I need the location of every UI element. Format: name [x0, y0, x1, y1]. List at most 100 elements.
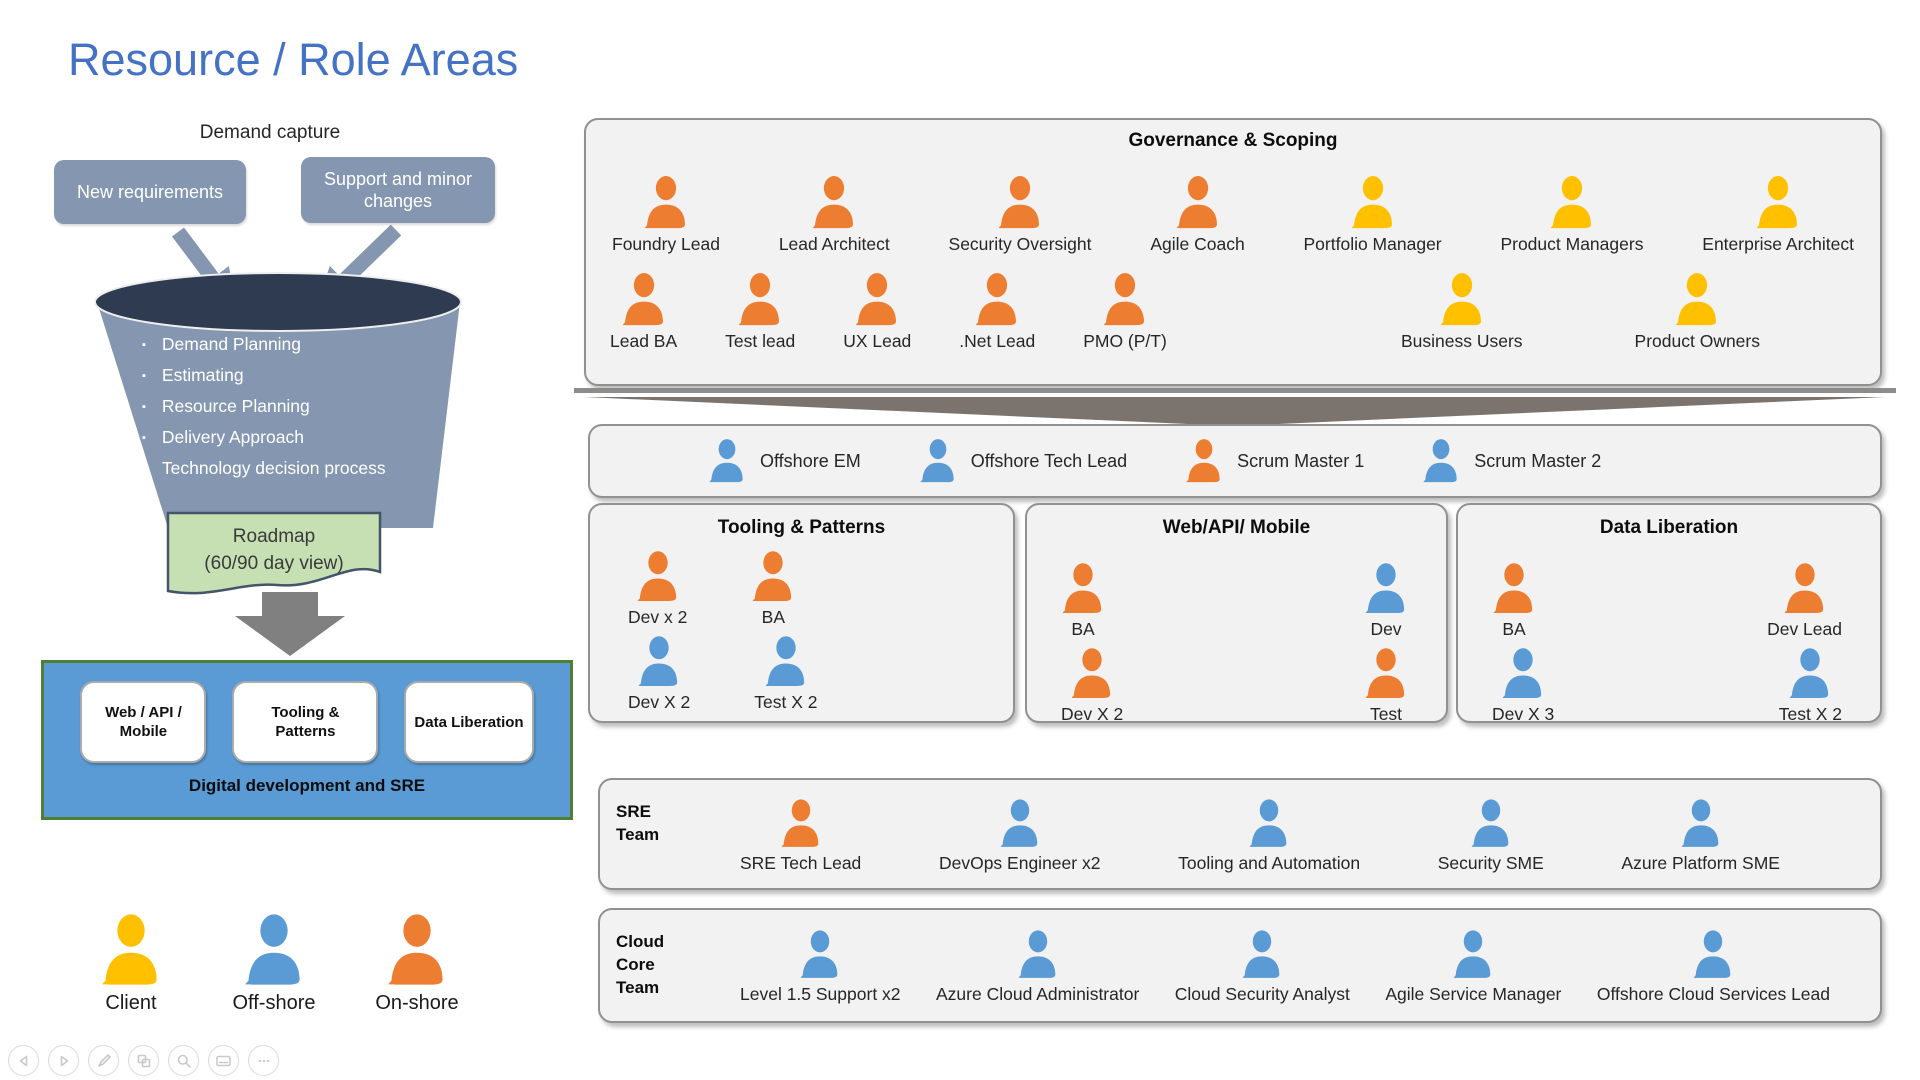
role-label: Enterprise Architect	[1702, 234, 1854, 254]
role-label: Test X 2	[1778, 704, 1842, 724]
governance-scoping-box: Governance & Scoping Foundry Lead Lead A…	[584, 118, 1882, 386]
toolbar-button[interactable]	[8, 1045, 39, 1076]
team-title: Data Liberation	[1599, 517, 1739, 538]
role-label: Test X 2	[754, 692, 818, 712]
funnel-top-ellipse	[94, 272, 462, 332]
role-label: Dev X 2	[628, 692, 691, 712]
role-label: SRE Tech Lead	[740, 852, 862, 873]
toolbar-icon	[176, 1053, 192, 1069]
role-item: Test lead	[725, 273, 795, 352]
role-label: Product Managers	[1500, 234, 1644, 254]
funnel-bullet-item: ▪Delivery Approach	[142, 427, 304, 447]
person-icon	[100, 914, 162, 986]
toolbar-icon	[136, 1053, 152, 1069]
legend-label: Off-shore	[232, 992, 316, 1014]
connector-line	[574, 388, 1896, 393]
funnel-bullet-item: ▪Technology decision process	[142, 458, 386, 478]
role-label: Offshore Tech Lead	[970, 450, 1128, 471]
role-item: UX Lead	[843, 273, 911, 352]
person-icon	[621, 273, 667, 326]
role-item: BA	[1061, 563, 1105, 640]
role-label: Foundry Lead	[612, 234, 720, 254]
person-icon	[386, 914, 448, 986]
bullet-icon: ▪	[142, 401, 146, 413]
role-label: Lead BA	[610, 331, 678, 351]
person-icon	[1185, 439, 1223, 483]
toolbar-icon	[56, 1053, 72, 1069]
person-icon	[1452, 930, 1494, 979]
toolbar-button[interactable]	[48, 1045, 79, 1076]
role-item: Lead Architect	[779, 176, 890, 255]
person-icon	[708, 439, 746, 483]
person-icon	[1501, 648, 1545, 699]
role-label: Test lead	[725, 331, 796, 351]
team-row: BA Dev	[1027, 563, 1446, 640]
role-item: Product Managers	[1500, 176, 1643, 255]
team-row: Dev X 2 Test X 2	[590, 636, 1013, 713]
person-icon	[1017, 930, 1059, 979]
person-icon	[799, 930, 841, 979]
sre-team-label: SRE Team	[616, 802, 660, 844]
governance-row-2: Lead BA Test lead UX Lead	[586, 273, 1880, 352]
data-liberation-box: Data Liberation BA Dev Lead Dev X 3 Test…	[1456, 503, 1882, 725]
role-label: Lead Architect	[778, 234, 890, 254]
toolbar-icon	[16, 1053, 32, 1069]
role-item: .Net Lead	[959, 273, 1035, 352]
toolbar-button[interactable]	[168, 1045, 199, 1076]
role-item: Offshore Tech Lead	[919, 439, 1127, 483]
legend-item: On-shore	[352, 914, 482, 1015]
role-label: Scrum Master 1	[1237, 450, 1365, 471]
role-label: Offshore EM	[760, 450, 861, 471]
role-label: PMO (P/T)	[1083, 331, 1167, 351]
role-label: Product Owners	[1634, 331, 1760, 351]
role-item: Security Oversight	[949, 176, 1092, 255]
role-label: Dev X 2	[1061, 704, 1124, 724]
role-label: Portfolio Manager	[1303, 234, 1442, 254]
role-item: Dev	[1364, 563, 1408, 640]
toolbar-button[interactable]	[88, 1045, 119, 1076]
digital-dev-title: Digital development and SRE	[188, 776, 426, 795]
person-icon	[764, 636, 808, 687]
role-item: Test X 2	[1779, 648, 1842, 725]
toolbar-icon	[215, 1053, 232, 1069]
person-icon	[854, 273, 900, 326]
role-item: Foundry Lead	[612, 176, 720, 255]
team-row: Dev X 2 Test	[1027, 648, 1446, 725]
role-label: Azure Cloud Administrator	[936, 984, 1140, 1004]
toolbar-icon	[256, 1053, 272, 1069]
toolbar-button[interactable]	[208, 1045, 239, 1076]
person-icon	[919, 439, 957, 483]
role-item: Dev X 3	[1492, 648, 1554, 725]
bullet-icon: ▪	[142, 432, 146, 444]
role-item: Agile Coach	[1150, 176, 1245, 255]
funnel-bullet-item: ▪Demand Planning	[142, 334, 302, 354]
role-item: Offshore EM	[708, 439, 861, 483]
governance-row-1: Foundry Lead Lead Architect Security Ove…	[586, 176, 1880, 255]
role-item: DevOps Engineer x2	[939, 798, 1100, 874]
sre-roles: SRE Tech Lead DevOps Engineer x2 Tooling…	[600, 780, 1880, 888]
role-item: Azure Cloud Administrator	[936, 930, 1139, 1005]
role-item: PMO (P/T)	[1083, 273, 1167, 352]
toolbar-button[interactable]	[128, 1045, 159, 1076]
role-label: UX Lead	[843, 331, 912, 351]
role-item: Test X 2	[754, 636, 817, 713]
role-item: Level 1.5 Support x2	[740, 930, 901, 1005]
team-grid: BA Dev Lead Dev X 3 Test X 2	[1458, 563, 1880, 725]
role-label: Business Users	[1400, 331, 1523, 351]
sre-team-box: SRE Team SRE Tech Lead DevOps Engineer x…	[598, 778, 1882, 890]
legend-label: On-shore	[375, 992, 459, 1014]
down-arrow	[235, 592, 345, 656]
workstream-box: Data Liberation	[404, 681, 534, 763]
role-label: Security SME	[1437, 852, 1544, 873]
role-label: Level 1.5 Support x2	[740, 984, 901, 1004]
person-icon	[1692, 930, 1734, 979]
person-icon	[1248, 798, 1290, 848]
role-label: Azure Platform SME	[1621, 852, 1780, 873]
team-grid: BA Dev Dev X 2 Test	[1027, 563, 1446, 725]
cloud-core-team-box: Cloud Core Team Level 1.5 Support x2 Azu…	[598, 908, 1882, 1023]
workstream-box: Tooling & Patterns	[232, 681, 379, 763]
role-label: Security Oversight	[948, 234, 1092, 254]
person-icon	[1175, 176, 1221, 229]
toolbar-button[interactable]	[248, 1045, 279, 1076]
